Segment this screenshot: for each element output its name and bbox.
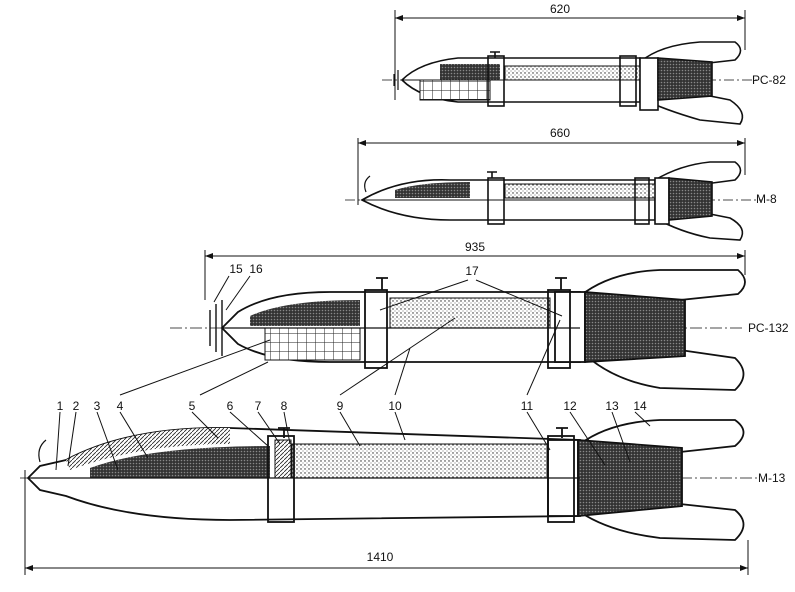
rocket-m-8 [345, 138, 762, 241]
callout-10: 10 [388, 399, 402, 413]
label-m-13: М-13 [758, 471, 786, 485]
callout-17: 17 [465, 264, 479, 278]
dimension-rs-132: 935 [465, 240, 485, 254]
callout-2: 2 [73, 399, 80, 413]
callout-9: 9 [337, 399, 344, 413]
label-rs-82: РС-82 [752, 73, 786, 87]
callout-6: 6 [227, 399, 234, 413]
callout-14: 14 [633, 399, 647, 413]
dimension-rs-82: 620 [550, 2, 570, 16]
callout-15: 15 [229, 262, 243, 276]
rocket-rs-132 [170, 250, 746, 391]
callout-11: 11 [521, 399, 534, 413]
rocket-rs-82 [382, 10, 760, 125]
callout-13: 13 [605, 399, 619, 413]
callout-5: 5 [189, 399, 196, 413]
callout-12: 12 [563, 399, 577, 413]
callout-leader-lines [55, 275, 651, 471]
dimension-m-8: 660 [550, 126, 570, 140]
dimension-m-13: 1410 [367, 550, 394, 564]
label-m-8: М-8 [756, 192, 777, 206]
rocket-m-13 [20, 419, 760, 575]
callout-7: 7 [255, 399, 262, 413]
callout-4: 4 [117, 399, 124, 413]
callout-3: 3 [94, 399, 101, 413]
callout-16: 16 [249, 262, 263, 276]
label-rs-132: РС-132 [748, 321, 789, 335]
callout-8: 8 [281, 399, 288, 413]
callout-1: 1 [57, 399, 64, 413]
